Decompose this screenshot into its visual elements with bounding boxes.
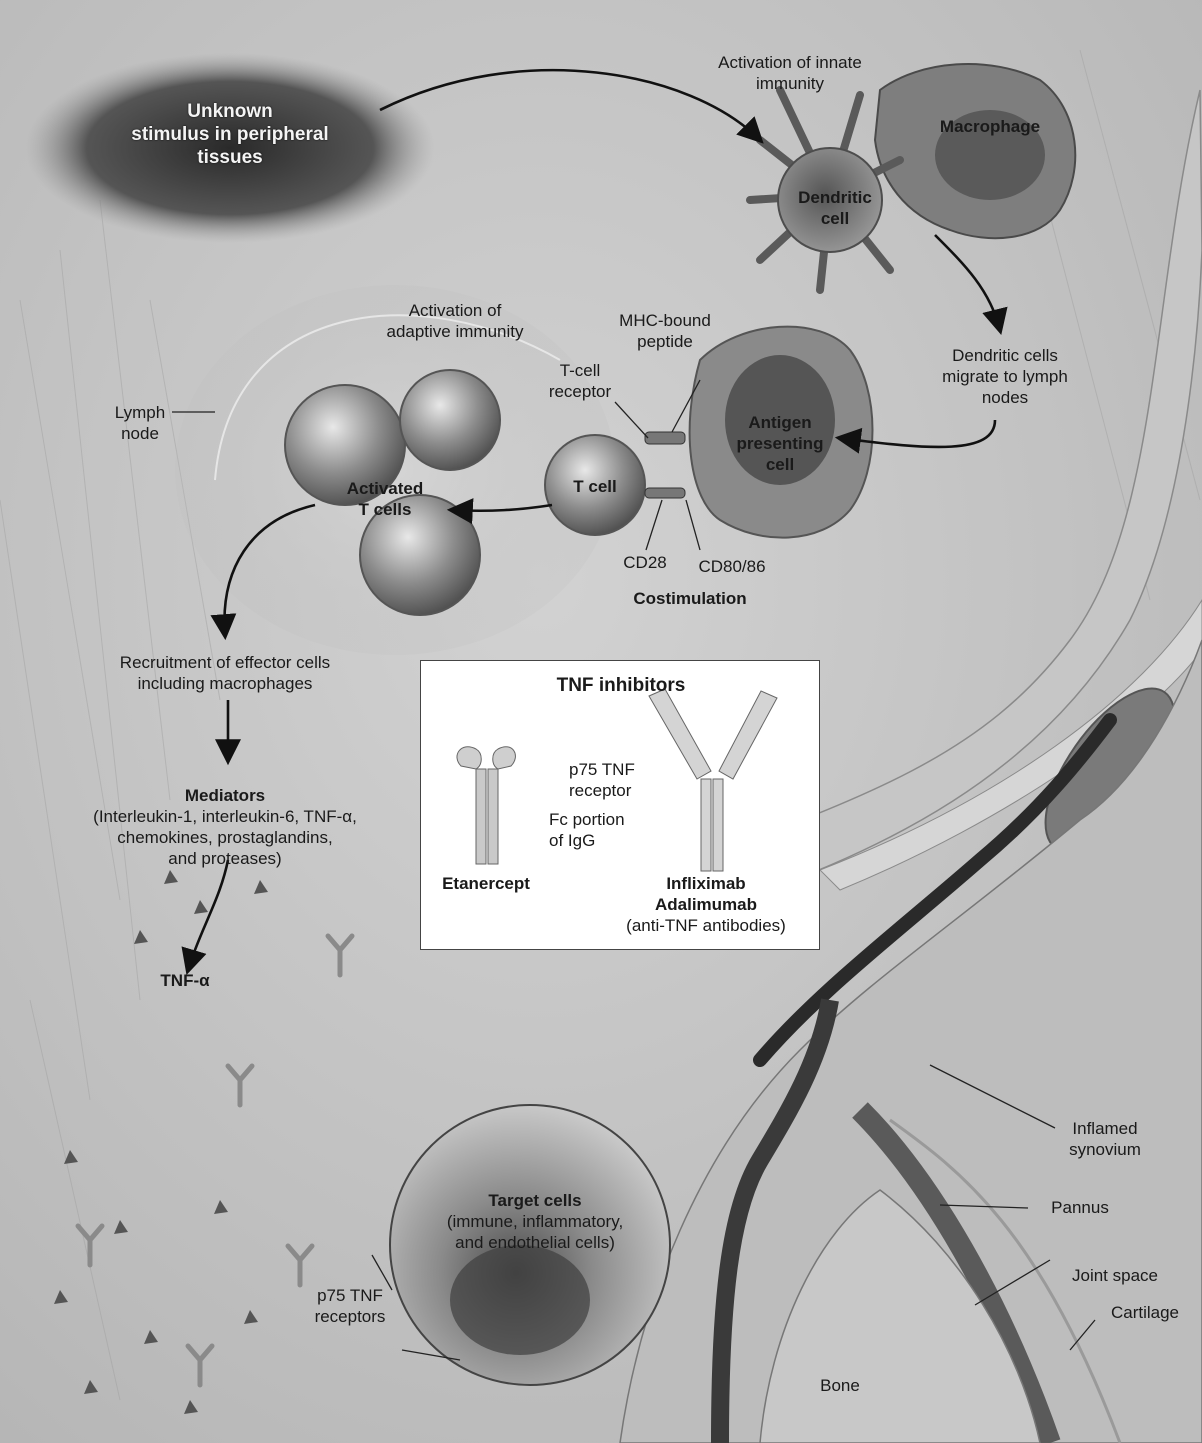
antibody-drawing bbox=[649, 689, 777, 871]
mediators-label: Mediators (Interleukin-1, interleukin-6,… bbox=[55, 785, 395, 869]
infliximab-label: Infliximab bbox=[636, 873, 776, 894]
recruitment-label: Recruitment of effector cells including … bbox=[85, 652, 365, 694]
lymph-node-label: Lymph node bbox=[100, 402, 180, 444]
adaptive-activation-label: Activation of adaptive immunity bbox=[360, 300, 550, 342]
innate-activation-label: Activation of innate immunity bbox=[690, 52, 890, 94]
fc-portion-label: Fc portion of IgG bbox=[549, 809, 659, 851]
t-cell-label: T cell bbox=[560, 476, 630, 497]
pannus-label: Pannus bbox=[1030, 1197, 1130, 1218]
p75-tnf-receptor-label: p75 TNF receptor bbox=[569, 759, 659, 801]
anti-tnf-antibodies-label: (anti-TNF antibodies) bbox=[601, 915, 811, 936]
macrophage-label: Macrophage bbox=[925, 116, 1055, 137]
dendritic-cell-label: Dendritic cell bbox=[790, 187, 880, 229]
adalimumab-label: Adalimumab bbox=[626, 894, 786, 915]
target-cells-label: Target cells (immune, inflammatory, and … bbox=[405, 1190, 665, 1253]
mhc-peptide-label: MHC-bound peptide bbox=[600, 310, 730, 352]
etanercept-label: Etanercept bbox=[431, 873, 541, 894]
cd80-86-label: CD80/86 bbox=[682, 556, 782, 577]
activated-t-cells-label: Activated T cells bbox=[330, 478, 440, 520]
p75-receptors-label: p75 TNF receptors bbox=[300, 1285, 400, 1327]
cd28-label: CD28 bbox=[605, 552, 685, 573]
tnf-alpha-label: TNF-α bbox=[145, 970, 225, 991]
dc-migrate-label: Dendritic cells migrate to lymph nodes bbox=[915, 345, 1095, 408]
unknown-stimulus-label: Unknown stimulus in peripheral tissues bbox=[110, 100, 350, 169]
joint-space-label: Joint space bbox=[1050, 1265, 1180, 1286]
inflamed-synovium-label: Inflamed synovium bbox=[1050, 1118, 1160, 1160]
tnf-inhibitors-panel: TNF inhibitors p75 TNF receptor Fc porti… bbox=[420, 660, 820, 950]
tcell-receptor-label: T-cell receptor bbox=[530, 360, 630, 402]
bone-label: Bone bbox=[800, 1375, 880, 1396]
etanercept-drawing bbox=[457, 747, 515, 864]
costimulation-label: Costimulation bbox=[610, 588, 770, 609]
apc-label: Antigen presenting cell bbox=[720, 412, 840, 475]
cartilage-label: Cartilage bbox=[1095, 1302, 1195, 1323]
tnf-inhibitors-title: TNF inhibitors bbox=[421, 675, 821, 696]
